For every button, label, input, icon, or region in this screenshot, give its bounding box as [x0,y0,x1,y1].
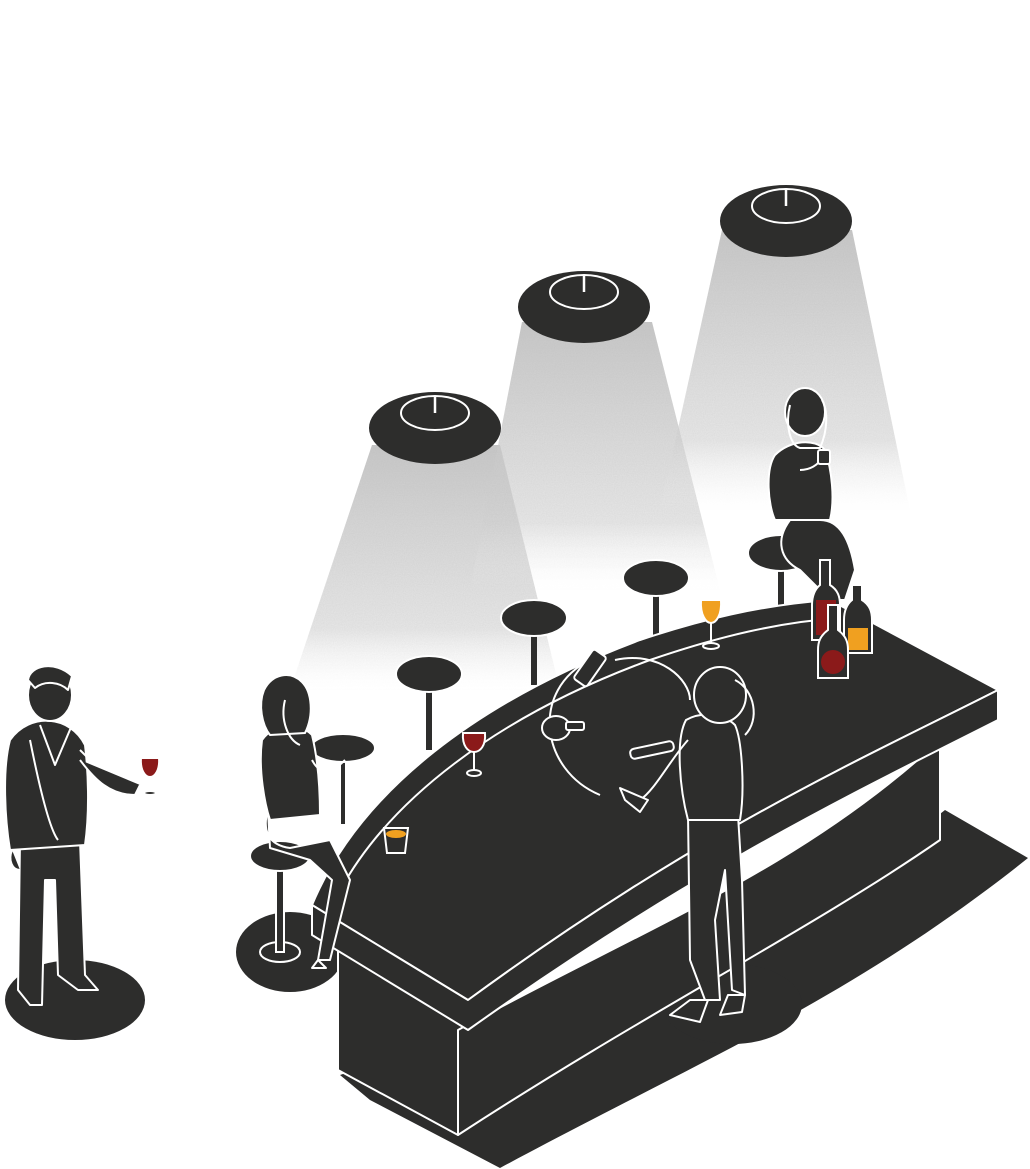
light-beam-middle [470,322,720,590]
wine-glass-red-on-bar [461,732,487,777]
bartender-woman [619,666,755,1023]
bar-counter-edge [311,689,999,1031]
flying-bottle-3 [629,740,675,760]
bar-stool-3 [622,559,690,640]
pendant-lamp-right [720,185,852,257]
bar-counter [311,599,999,1136]
seated-woman-left [259,674,351,969]
bottles-cluster [811,559,873,679]
flying-bottle-2 [541,715,585,741]
light-beam-right [660,230,910,510]
standing-man [4,665,141,1006]
wine-glass-held-by-man [139,757,161,796]
pendant-lamp-middle [518,271,650,343]
seated-woman-right [767,387,856,601]
light-beams [290,230,910,690]
bar-stool-1 [395,655,463,750]
flying-bottle-1 [573,648,607,688]
pendant-lamp-left [369,392,501,464]
wine-glass-amber-on-bar [699,599,723,650]
bar-stool-2 [500,599,568,685]
tumbler-glass-on-bar [382,827,410,854]
